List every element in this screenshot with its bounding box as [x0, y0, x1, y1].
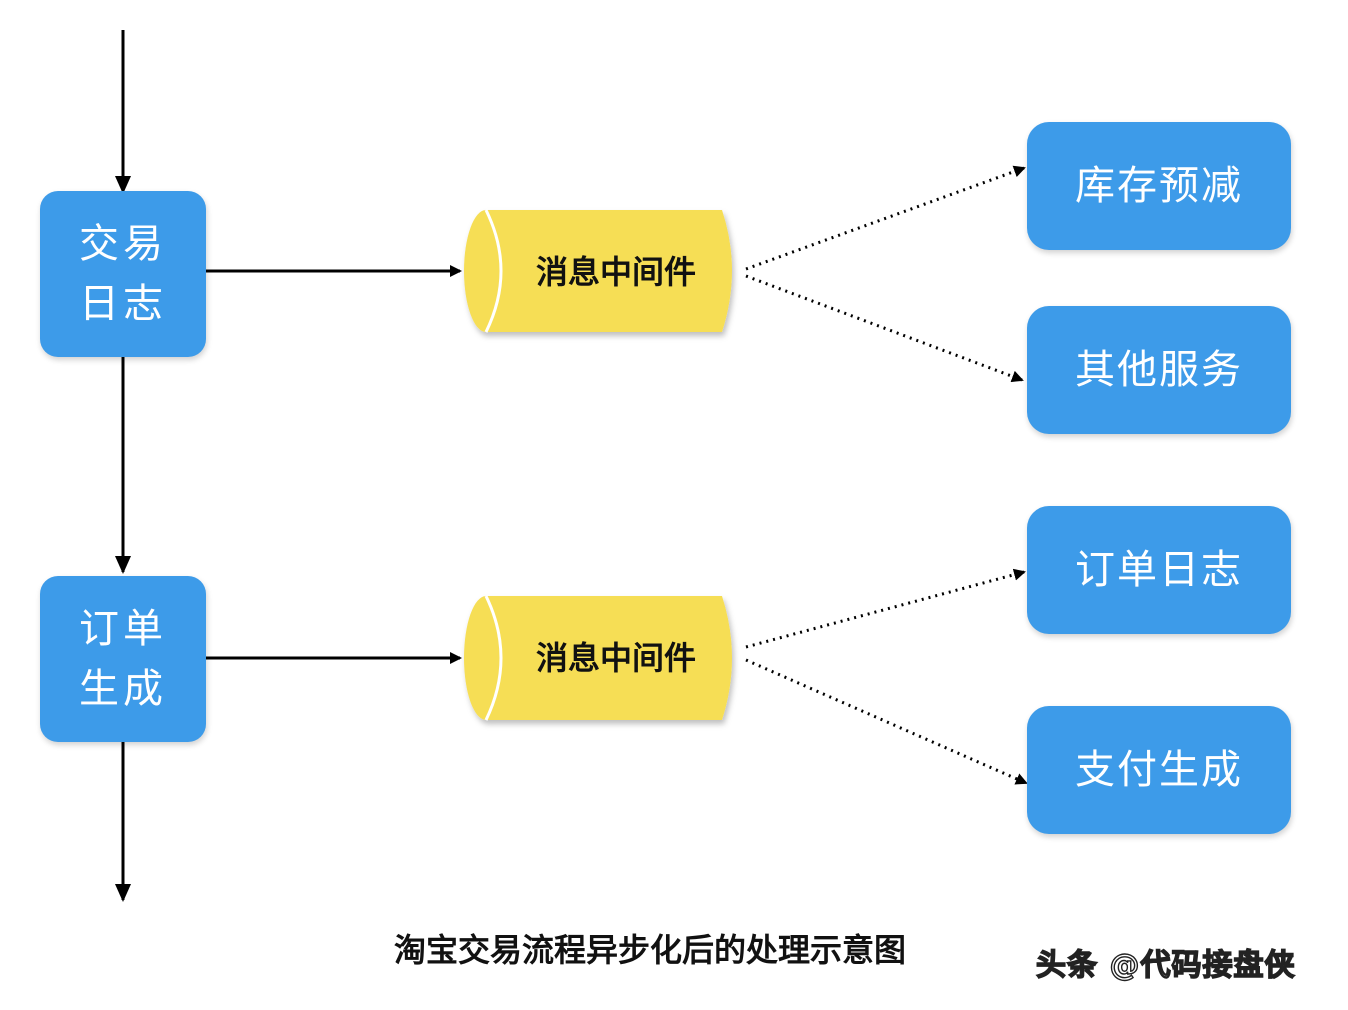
node-order-create: 订单生成: [40, 576, 206, 742]
dotted-arrow-to-payment: [745, 658, 1028, 785]
node-order-log: 订单日志: [1027, 506, 1291, 634]
node-payment-create-label: 支付生成: [1075, 747, 1243, 793]
node-order-create-label: 订单生成: [79, 606, 167, 712]
node-payment-create: 支付生成: [1027, 706, 1291, 834]
middleware-cylinder-bottom: [464, 595, 732, 721]
middleware-top-label: 消息中间件: [535, 253, 696, 291]
watermark: 头条 @代码接盘侠: [1035, 947, 1296, 983]
node-trade-log-label: 交易日志: [79, 221, 167, 327]
dotted-arrow-to-other-services: [745, 274, 1024, 383]
diagram-caption: 淘宝交易流程异步化后的处理示意图: [393, 931, 906, 969]
middleware-cylinder-top: [464, 209, 732, 333]
dotted-arrow-to-stock-reduce: [745, 165, 1026, 271]
middleware-bottom-label: 消息中间件: [535, 639, 696, 677]
node-stock-reduce: 库存预减: [1027, 122, 1291, 250]
node-order-log-label: 订单日志: [1075, 547, 1243, 593]
node-trade-log: 交易日志: [40, 191, 206, 357]
node-stock-reduce-label: 库存预减: [1075, 163, 1243, 209]
node-other-services: 其他服务: [1027, 306, 1291, 434]
node-other-services-label: 其他服务: [1075, 347, 1243, 393]
dotted-arrow-to-order-log: [745, 568, 1026, 649]
